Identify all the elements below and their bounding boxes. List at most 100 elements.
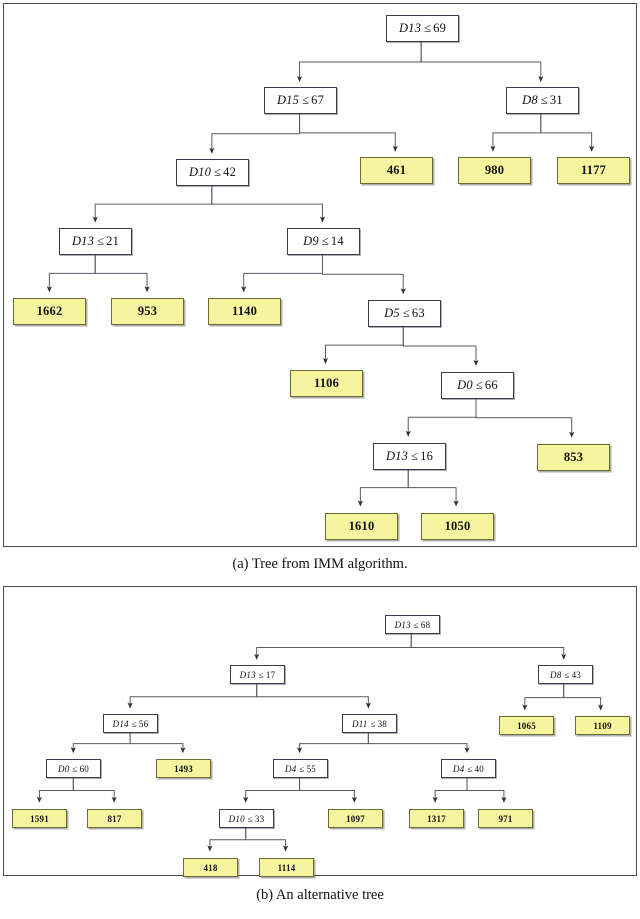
leaf-value: 817 (107, 813, 122, 824)
tree-leaf-node: 1050 (421, 513, 494, 540)
tree-decision-node: D10≤42 (176, 159, 249, 186)
node-threshold: 40 (474, 763, 484, 774)
node-threshold: 42 (223, 165, 237, 179)
node-operator: ≤ (370, 718, 376, 729)
tree-edge (466, 776, 507, 803)
tree-leaf-node: 853 (537, 444, 610, 471)
tree-decision-node: D13≤17 (230, 665, 285, 684)
node-variable: D4 (285, 763, 297, 774)
tree-edge (420, 41, 544, 83)
tree-leaf-node: 817 (87, 809, 142, 828)
leaf-value: 1050 (444, 519, 471, 533)
tree-edge (92, 185, 213, 223)
node-variable: D13 (239, 669, 256, 680)
tree-leaf-node: 418 (183, 858, 238, 877)
tree-edge (490, 113, 542, 152)
node-threshold: 69 (433, 21, 447, 35)
tree-edge (254, 633, 412, 660)
leaf-value: 1109 (593, 720, 612, 731)
tree-edge (36, 776, 74, 803)
tree-edge (211, 185, 326, 223)
tree-decision-node: D4≤55 (273, 759, 328, 778)
node-threshold: 16 (420, 449, 434, 463)
node-threshold: 17 (265, 669, 276, 680)
tree-leaf-node: 1493 (156, 759, 211, 778)
tree-leaf-node: 1065 (499, 716, 554, 735)
leaf-value: 1493 (174, 763, 193, 774)
node-variable: D13 (398, 21, 422, 35)
node-operator: ≤ (467, 763, 473, 774)
tree-edges-b (36, 633, 604, 852)
node-variable: D11 (352, 718, 368, 729)
tree-decision-node: D0≤60 (46, 759, 101, 778)
node-variable: D13 (394, 619, 411, 630)
tree-edge (299, 113, 398, 152)
tree-edge (432, 776, 468, 803)
tree-decision-node: D8≤43 (538, 665, 593, 684)
node-threshold: 21 (106, 234, 120, 248)
tree-edge (407, 468, 459, 507)
leaf-value: 953 (137, 304, 158, 318)
tree-decision-node: D13≤16 (373, 443, 446, 470)
node-operator: ≤ (299, 763, 305, 774)
leaf-value: 461 (386, 163, 407, 177)
node-variable: D14 (112, 718, 129, 729)
tree-decision-node: D13≤21 (59, 228, 132, 255)
tree-decision-node: D11≤38 (342, 714, 397, 733)
node-threshold: 55 (306, 763, 316, 774)
tree-edge (243, 776, 301, 803)
node-threshold: 38 (377, 718, 387, 729)
node-operator: ≤ (424, 21, 432, 35)
tree-edge (209, 113, 301, 154)
tree-decision-node: D13≤68 (385, 615, 440, 634)
tree-edge (70, 731, 131, 754)
tree-edge (322, 325, 404, 364)
tree-leaf-node: 1591 (12, 809, 67, 828)
tree-leaf-node: 1317 (409, 809, 464, 828)
tree-edge (475, 397, 575, 438)
node-variable: D8 (522, 93, 538, 107)
node-threshold: 43 (571, 669, 581, 680)
node-operator: ≤ (247, 813, 253, 824)
node-threshold: 60 (79, 763, 89, 774)
node-threshold: 66 (484, 378, 498, 392)
node-threshold: 56 (138, 718, 149, 729)
tree-edge (207, 826, 247, 852)
tree-leaf-node: 971 (478, 809, 533, 828)
leaf-value: 1106 (313, 376, 340, 390)
node-threshold: 63 (411, 306, 425, 320)
tree-leaf-node: 1662 (13, 298, 86, 325)
tree-leaf-node: 953 (111, 298, 184, 325)
tree-edge (410, 633, 567, 660)
node-operator: ≤ (413, 619, 419, 630)
tree-leaf-node: 1140 (208, 298, 281, 325)
tree-decision-node: D13≤69 (386, 15, 459, 42)
tree-edge (367, 731, 470, 754)
tree-edge (405, 397, 477, 437)
tree-leaf-node: 461 (360, 157, 433, 184)
node-threshold: 33 (254, 813, 265, 824)
node-operator: ≤ (258, 669, 264, 680)
node-variable: D10 (228, 813, 245, 824)
node-operator: ≤ (131, 718, 137, 729)
tree-edge (241, 254, 323, 293)
tree-decision-node: D5≤63 (368, 300, 441, 327)
tree-decision-node: D9≤14 (287, 228, 360, 255)
tree-edge (522, 683, 565, 711)
tree-leaf-node: 980 (458, 157, 531, 184)
node-operator: ≤ (302, 93, 310, 107)
leaf-value: 1591 (30, 813, 49, 824)
node-threshold: 14 (330, 234, 344, 248)
leaf-value: 1177 (580, 163, 607, 177)
leaf-value: 853 (563, 450, 584, 464)
leaf-value: 1140 (231, 304, 258, 318)
leaf-value: 980 (484, 163, 505, 177)
node-threshold: 68 (420, 619, 431, 630)
tree-edge (129, 731, 186, 754)
tree-edge (46, 254, 96, 293)
node-threshold: 67 (311, 93, 325, 107)
tree-decision-node: D0≤66 (441, 372, 514, 399)
node-variable: D13 (71, 234, 95, 248)
